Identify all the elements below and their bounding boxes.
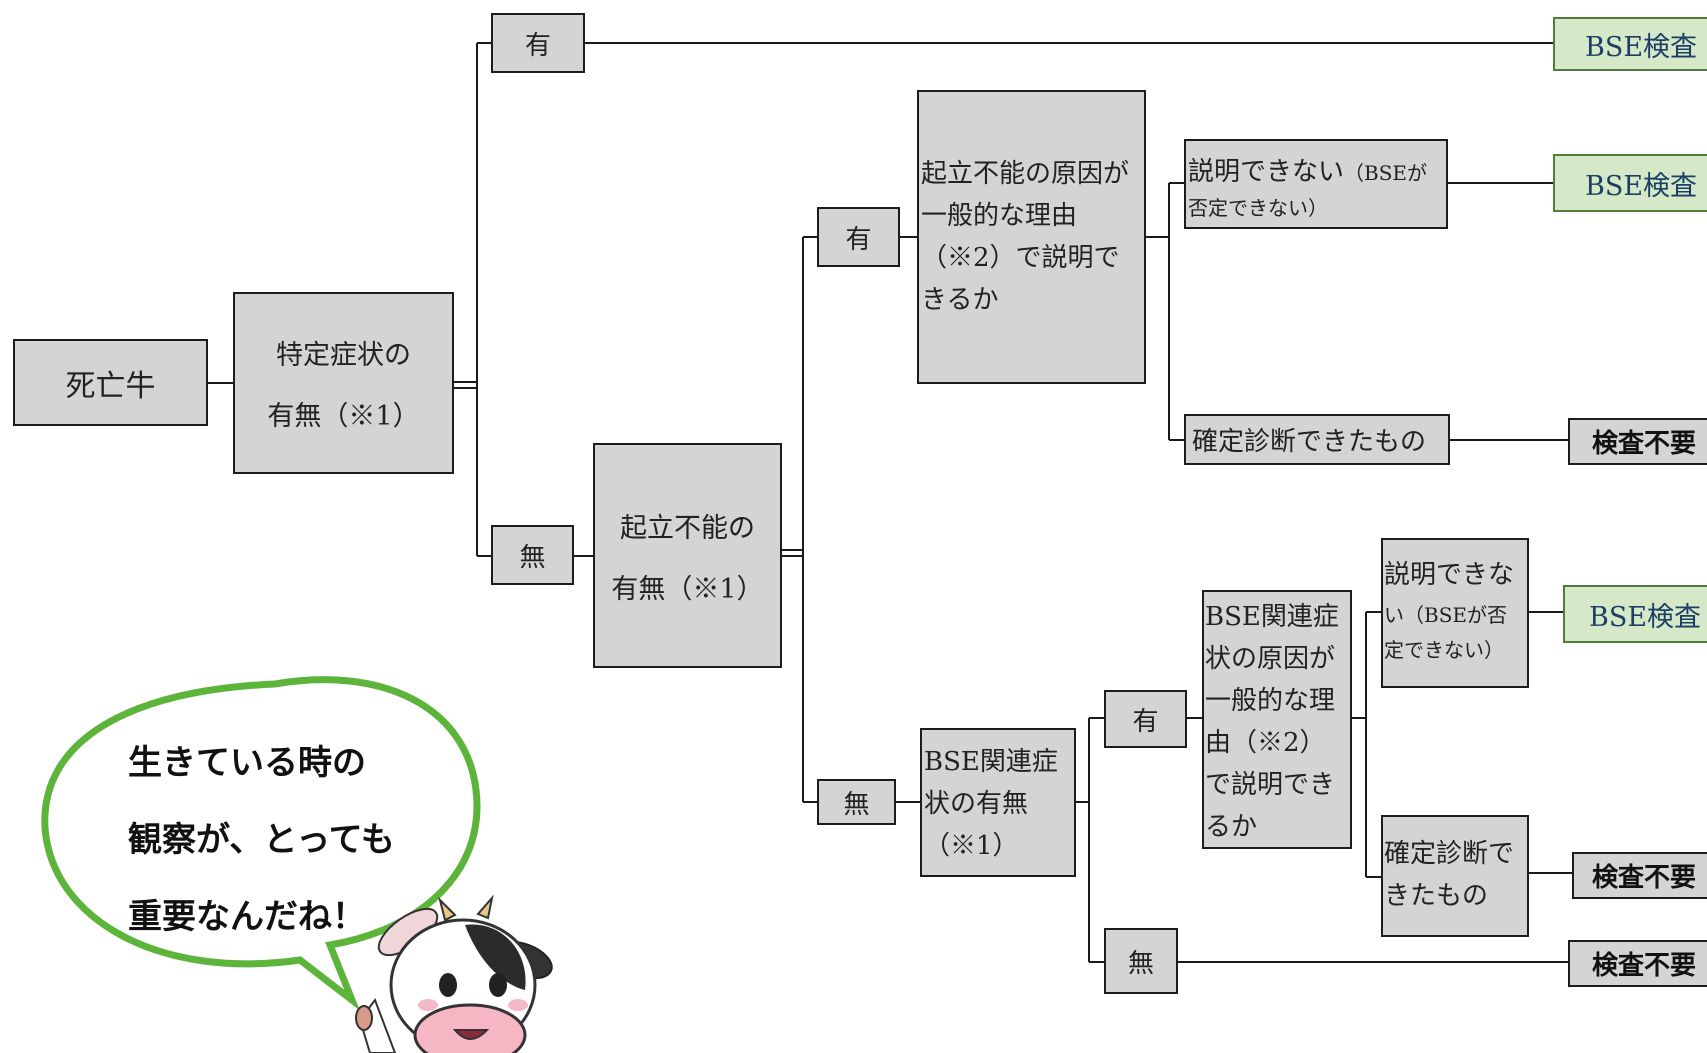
branch-yes-unable-to-stand: 有	[817, 207, 900, 267]
outcome-cannot-explain-2-line3: 定できない）	[1384, 638, 1504, 662]
branch-yes-bse-symptoms: 有	[1104, 690, 1187, 748]
question-unable-to-stand: 起立不能の 有無（※1）	[593, 443, 782, 668]
question-specific-symptoms-line2: 有無（※1）	[267, 401, 420, 432]
result-label: 検査不要	[1592, 951, 1697, 981]
outcome-cannot-explain-2-line2: い（BSEが否	[1384, 603, 1507, 627]
branch-no-label: 無	[843, 789, 870, 820]
outcome-diagnosed-2: 確定診断で きたもの	[1381, 815, 1529, 937]
result-bse-test-2: BSE検査	[1553, 154, 1707, 212]
outcome-cannot-explain-2: 説明できな い（BSEが否 定できない）	[1381, 538, 1529, 688]
question-bse-general-cause: BSE関連症 状の原因が 一般的な理 由（※2） で説明でき るか	[1202, 590, 1352, 849]
question-unable-to-stand-line2: 有無（※1）	[611, 573, 764, 605]
question-specific-symptoms: 特定症状の 有無（※1）	[233, 292, 454, 474]
outcome-cannot-explain-2-line1: 説明できな	[1384, 560, 1515, 590]
branch-yes-label: 有	[845, 224, 872, 255]
outcome-cannot-explain-sub: （BSEが	[1344, 161, 1428, 185]
outcome-diagnosed-1: 確定診断できたもの	[1184, 414, 1450, 465]
outcome-cannot-explain-1: 説明できない（BSEが 否定できない）	[1184, 139, 1448, 229]
branch-no-bse-symptoms: 無	[1104, 928, 1178, 994]
result-label: BSE検査	[1585, 31, 1698, 63]
question-bse-symptoms-text: BSE関連症 状の有無 （※1）	[924, 747, 1058, 861]
result-bse-test-3: BSE検査	[1563, 585, 1707, 643]
result-label: BSE検査	[1585, 170, 1698, 202]
result-label: 検査不要	[1592, 429, 1697, 459]
cow-mascot	[355, 894, 553, 1053]
outcome-cannot-explain-main: 説明できない	[1188, 157, 1345, 187]
result-no-test-2: 検査不要	[1572, 852, 1707, 899]
result-label: BSE検査	[1589, 601, 1702, 633]
branch-yes-label: 有	[1132, 706, 1159, 737]
bubble-text-line1: 生きている時の	[128, 743, 366, 783]
speech-bubble	[41, 676, 481, 1011]
bubble-text-line2: 観察が、とっても	[128, 820, 395, 860]
result-label: 検査不要	[1592, 863, 1697, 893]
branch-yes-label: 有	[524, 30, 551, 61]
branch-no-label: 無	[519, 542, 546, 573]
root-node-dead-cattle: 死亡牛	[13, 339, 208, 426]
result-bse-test-1: BSE検査	[1553, 17, 1707, 71]
question-general-cause-standing-text: 起立不能の原因が 一般的な理由 （※2）で説明で きるか	[921, 159, 1130, 315]
branch-yes-specific-symptoms: 有	[491, 13, 585, 73]
branch-no-label: 無	[1127, 948, 1154, 979]
result-no-test-1: 検査不要	[1568, 418, 1707, 465]
outcome-diagnosed-label: 確定診断できたもの	[1192, 427, 1427, 457]
outcome-diagnosed-2-text: 確定診断で きたもの	[1384, 839, 1515, 911]
root-node-label: 死亡牛	[65, 368, 156, 404]
branch-no-specific-symptoms: 無	[491, 525, 574, 585]
question-specific-symptoms-line1: 特定症状の	[276, 340, 411, 371]
question-general-cause-standing: 起立不能の原因が 一般的な理由 （※2）で説明で きるか	[917, 90, 1146, 384]
question-bse-symptoms: BSE関連症 状の有無 （※1）	[920, 728, 1076, 877]
branch-no-unable-to-stand: 無	[817, 779, 896, 825]
question-bse-general-cause-text: BSE関連症 状の原因が 一般的な理 由（※2） で説明でき るか	[1205, 602, 1339, 842]
outcome-cannot-explain-sub2: 否定できない）	[1188, 196, 1328, 220]
result-no-test-3: 検査不要	[1568, 940, 1707, 987]
bubble-text-line3: 重要なんだね！	[128, 897, 366, 937]
question-unable-to-stand-line1: 起立不能の	[620, 512, 755, 544]
